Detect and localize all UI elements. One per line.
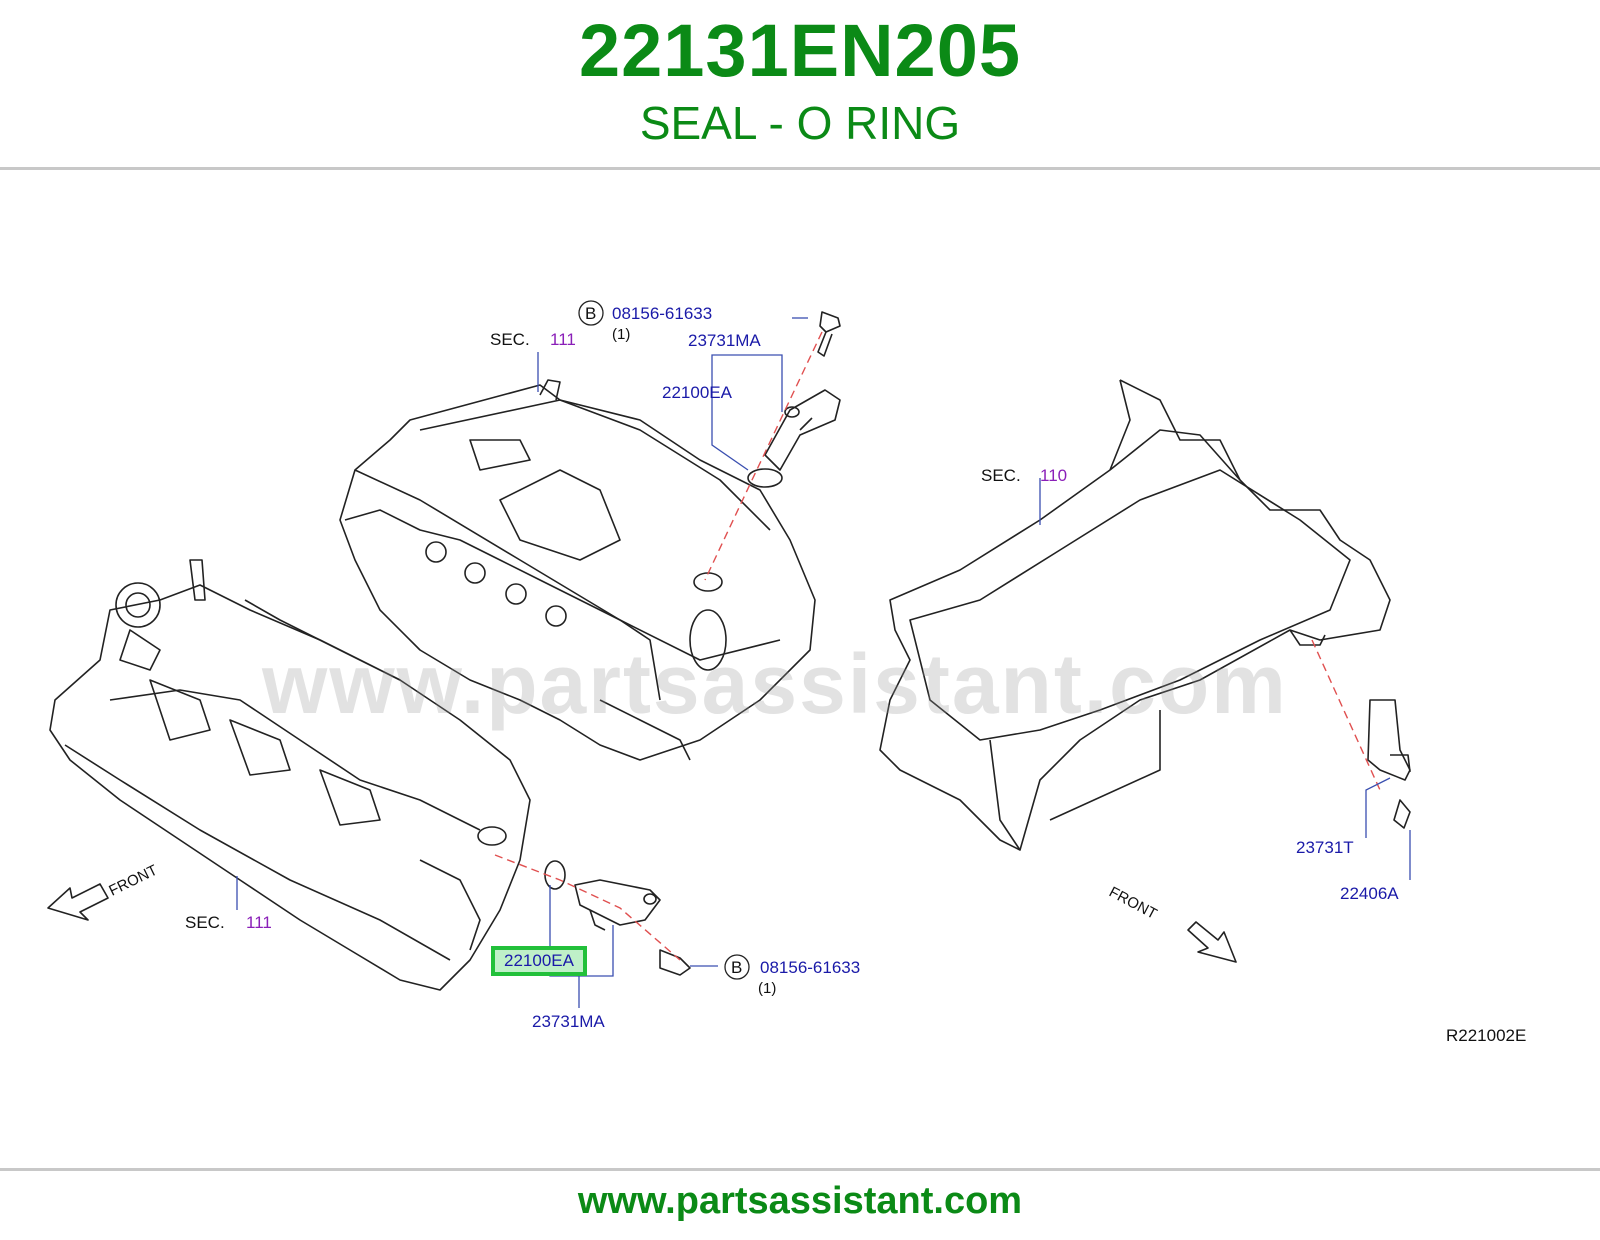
bolt-callout-circle-top [578,300,604,326]
part-08156-61633-bottom[interactable]: 08156-61633 [760,958,860,977]
watermark: www.partsassistant.com [262,637,1288,731]
front-label-left: FRONT [106,862,160,900]
bolt-callout-circle-bottom [724,954,750,980]
sec-111-number-top[interactable]: 111 [550,330,576,349]
front-arrow-left-icon [47,883,109,921]
bolt-callout-letter-bottom: B [731,958,742,977]
part-number-title: 22131EN205 [578,9,1022,92]
front-arrow-right-icon [1187,921,1237,963]
part-23731ma-top[interactable]: 23731MA [688,331,761,350]
part-22406a[interactable]: 22406A [1340,884,1399,903]
oil-pan [879,379,1391,851]
cylinder-head-lower [49,559,531,991]
alignment-lines [494,331,1381,961]
cam-sensor-upper [747,311,841,488]
header: 22131EN205 SEAL - O RING [0,0,1600,168]
crank-sensor [1367,699,1411,829]
part-23731t[interactable]: 23731T [1296,838,1354,857]
highlighted-part-label[interactable]: 22100EA [504,951,574,970]
part-22100ea-top[interactable]: 22100EA [662,383,733,402]
sec-111-prefix-bottom: SEC. [185,913,225,932]
footer-divider [0,1168,1600,1171]
sec-111-number-bottom[interactable]: 111 [246,913,272,932]
header-divider [0,167,1600,170]
footer-url[interactable]: www.partsassistant.com [577,1180,1023,1222]
sec-110-number[interactable]: 110 [1040,466,1067,485]
part-08156-61633-top[interactable]: 08156-61633 [612,304,712,323]
leader-lines [236,317,1411,1008]
part-23731ma-bottom[interactable]: 23731MA [532,1012,605,1031]
cylinder-head-upper [339,379,816,761]
sec-110-prefix: SEC. [981,466,1021,485]
qty-bottom: (1) [758,980,776,997]
bolt-callout-letter-top: B [585,304,596,323]
diagram-code: R221002E [1446,1026,1526,1045]
qty-top: (1) [612,326,630,343]
parts-diagram: SEC. 111 B 08156-61633 (1) 23731MA 22100… [47,300,1526,1045]
sec-111-prefix-top: SEC. [490,330,530,349]
front-label-right: FRONT [1106,884,1160,923]
highlighted-part-box[interactable] [491,946,587,976]
part-name-subtitle: SEAL - O RING [639,97,961,149]
